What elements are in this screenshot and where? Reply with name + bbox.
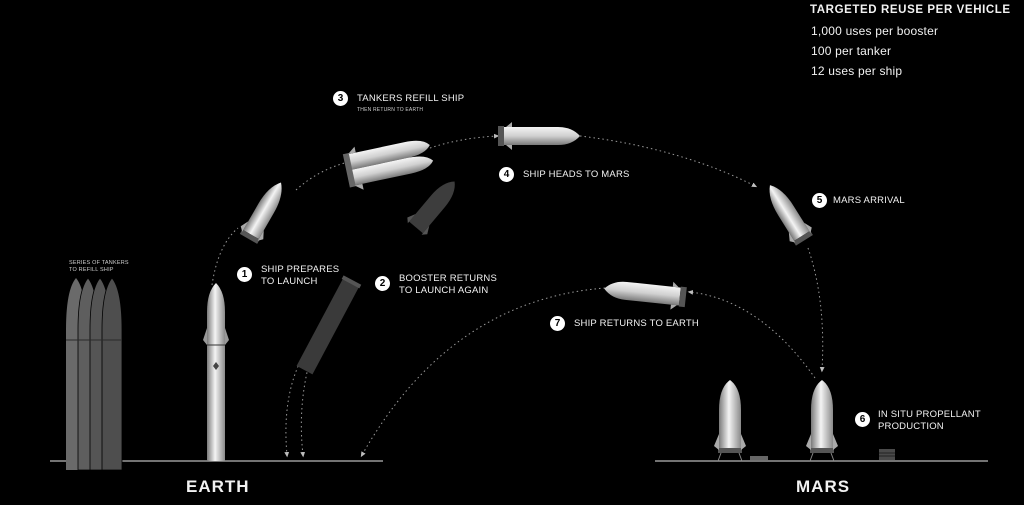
mars-label: MARS (796, 477, 851, 496)
tanker-refill-pair (342, 140, 434, 190)
path-booster-return-1 (284, 361, 301, 458)
step-2-label: BOOSTER RETURNS TO LAUNCH AGAIN (399, 273, 497, 297)
ship-mars-arrival (769, 185, 813, 246)
propellant-plant (879, 449, 895, 460)
tanker-series (66, 277, 123, 471)
reuse-title: TARGETED REUSE PER VEHICLE (810, 4, 1011, 16)
reuse-tanker: 100 per tanker (811, 44, 892, 58)
path-booster-return-2 (300, 367, 309, 458)
tankers-label-line2: TO REFILL SHIP (69, 267, 114, 273)
step-5-label: MARS ARRIVAL (833, 195, 905, 206)
tankers-label: SERIES OF TANKERS TO REFILL SHIP (69, 260, 129, 274)
step-3-badge: 3 (333, 91, 348, 106)
step-1-label: SHIP PREPARES TO LAUNCH (261, 264, 339, 288)
reuse-booster: 1,000 uses per booster (811, 24, 939, 38)
reuse-ship: 12 uses per ship (811, 64, 903, 78)
mars-landed-ship-2 (806, 380, 838, 462)
mars-small-equipment (750, 456, 768, 460)
step-3-sublabel: THEN RETURN TO EARTH (357, 107, 424, 113)
path-launch (211, 227, 239, 286)
path-return-start (687, 289, 816, 379)
step-4-badge: 4 (499, 167, 514, 182)
tankers-label-line1: SERIES OF TANKERS (69, 260, 129, 266)
ship-returning (604, 281, 687, 310)
step-1-line1: SHIP PREPARES (261, 264, 340, 275)
path-mars-descent (807, 247, 825, 373)
step-2-line2: TO LAUNCH AGAIN (399, 285, 489, 296)
step-6-line1: IN SITU PROPELLANT (878, 409, 981, 420)
step-7-badge: 7 (550, 316, 565, 331)
step-4-label: SHIP HEADS TO MARS (523, 169, 630, 180)
path-to-tankers (295, 161, 349, 191)
ship-cruising (498, 122, 580, 150)
path-return-earth (360, 287, 606, 458)
mars-landed-ship-1 (714, 380, 746, 462)
step-2-badge: 2 (375, 276, 390, 291)
step-6-label: IN SITU PROPELLANT PRODUCTION (878, 409, 981, 433)
step-6-line2: PRODUCTION (878, 421, 944, 432)
step-2-line1: BOOSTER RETURNS (399, 273, 498, 284)
path-tankers-to-cruise (429, 133, 500, 149)
booster-returning (296, 181, 455, 375)
earth-label: EARTH (186, 477, 250, 496)
ship-ascending (239, 182, 282, 244)
path-to-mars (579, 135, 758, 188)
step-3-label: TANKERS REFILL SHIP (357, 93, 465, 104)
step-7-label: SHIP RETURNS TO EARTH (574, 318, 699, 329)
launch-stack (203, 283, 229, 461)
step-6-badge: 6 (855, 412, 870, 427)
step-5-badge: 5 (812, 193, 827, 208)
step-1-line2: TO LAUNCH (261, 276, 318, 287)
step-1-badge: 1 (237, 267, 252, 282)
